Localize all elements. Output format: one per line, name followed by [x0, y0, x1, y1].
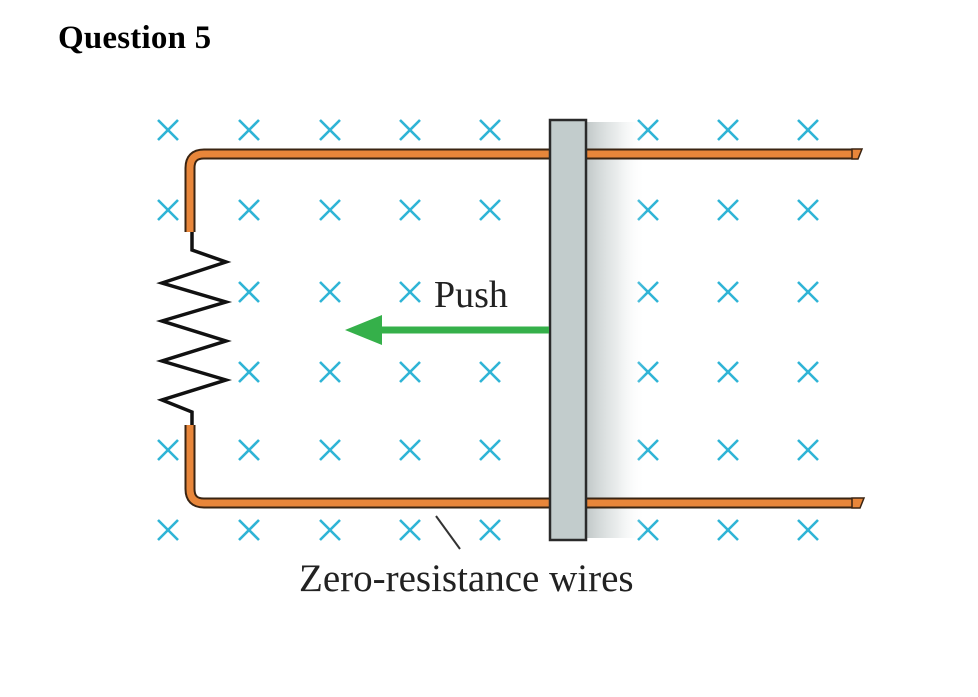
- field-into-page-marker: [399, 439, 421, 461]
- field-into-page-marker: [717, 119, 739, 141]
- field-into-page-marker: [479, 199, 501, 221]
- wires-label: Zero-resistance wires: [299, 557, 634, 600]
- magnetic-field-grid: [157, 119, 819, 541]
- field-into-page-marker: [319, 519, 341, 541]
- field-into-page-marker: [399, 119, 421, 141]
- bottom-wire: [184, 425, 858, 509]
- top-wire-end: [851, 148, 864, 160]
- field-into-page-marker: [157, 199, 179, 221]
- field-into-page-marker: [399, 281, 421, 303]
- field-into-page-marker: [238, 281, 260, 303]
- bottom-wire-core: [186, 425, 858, 507]
- question-title: Question 5: [58, 20, 212, 56]
- field-into-page-marker: [238, 119, 260, 141]
- field-into-page-marker: [238, 199, 260, 221]
- field-into-page-marker: [319, 361, 341, 383]
- field-into-page-marker: [717, 361, 739, 383]
- field-into-page-marker: [319, 199, 341, 221]
- field-into-page-marker: [479, 439, 501, 461]
- field-into-page-marker: [479, 519, 501, 541]
- bottom-wire-end: [851, 497, 866, 509]
- field-into-page-marker: [238, 361, 260, 383]
- wires-label-pointer: [435, 515, 461, 550]
- field-into-page-marker: [797, 519, 819, 541]
- rod-shadow: [586, 122, 646, 538]
- field-into-page-marker: [238, 439, 260, 461]
- field-into-page-marker: [479, 119, 501, 141]
- field-into-page-marker: [399, 361, 421, 383]
- field-into-page-marker: [157, 439, 179, 461]
- sliding-rod: [548, 118, 588, 542]
- field-into-page-marker: [157, 119, 179, 141]
- field-into-page-marker: [717, 519, 739, 541]
- field-into-page-marker: [797, 199, 819, 221]
- field-into-page-marker: [319, 281, 341, 303]
- field-into-page-marker: [319, 439, 341, 461]
- resistor: [155, 232, 233, 425]
- field-into-page-marker: [797, 361, 819, 383]
- field-into-page-marker: [157, 519, 179, 541]
- push-arrow-head: [345, 315, 382, 345]
- push-label: Push: [434, 274, 508, 316]
- field-into-page-marker: [479, 361, 501, 383]
- field-into-page-marker: [797, 281, 819, 303]
- field-into-page-marker: [797, 119, 819, 141]
- top-wire-core: [186, 150, 858, 232]
- field-into-page-marker: [319, 119, 341, 141]
- field-into-page-marker: [399, 519, 421, 541]
- field-into-page-marker: [238, 519, 260, 541]
- field-into-page-marker: [717, 199, 739, 221]
- top-wire: [184, 148, 858, 232]
- field-into-page-marker: [717, 281, 739, 303]
- field-into-page-marker: [797, 439, 819, 461]
- field-into-page-marker: [399, 199, 421, 221]
- field-into-page-marker: [717, 439, 739, 461]
